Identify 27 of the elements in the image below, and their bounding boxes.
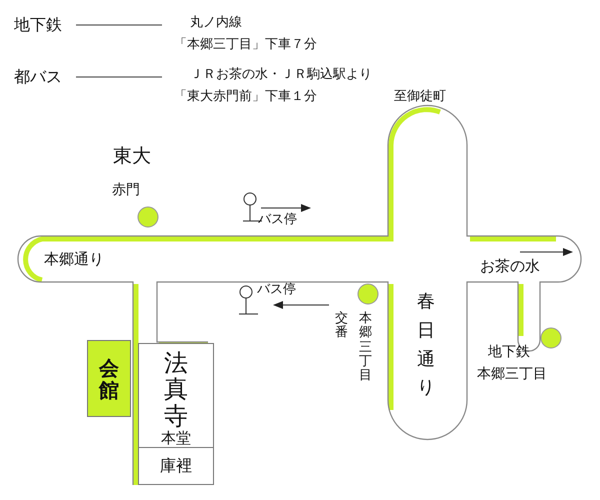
map-label: 赤門 — [112, 182, 140, 198]
map-label: 地下鉄 — [488, 344, 530, 360]
map-label: 東大 — [113, 146, 151, 168]
map-label: 至御徒町 — [394, 90, 446, 105]
route-info: 丸ノ内線 — [190, 14, 243, 31]
building-name: 庫裡 — [160, 456, 192, 476]
building-box — [87, 340, 131, 417]
connector-line — [76, 24, 162, 26]
route-info: 「東大赤門前」下車１分 — [174, 88, 318, 105]
transport-label: 都バス — [14, 66, 63, 88]
map-label: 交番 — [335, 312, 348, 341]
route-info: 「本郷三丁目」下車７分 — [174, 36, 318, 53]
route-info: ＪＲお茶の水・ＪＲ駒込駅より — [190, 66, 372, 83]
building-name: 本堂 — [161, 429, 191, 448]
transport-label: 地下鉄 — [14, 14, 63, 36]
building-box — [138, 343, 214, 447]
map-label: お茶の水 — [480, 258, 540, 276]
building-name: 法真寺 — [164, 350, 188, 430]
map-label: バス停 — [257, 283, 296, 298]
map-label: バス停 — [258, 213, 297, 228]
map-label: 本郷三丁目 — [359, 312, 372, 384]
map-label: 春日通り — [417, 290, 435, 400]
building-box — [138, 447, 214, 485]
map-label: 本郷三丁目 — [477, 366, 547, 382]
building-name: 会館 — [99, 356, 119, 400]
map-label: 本郷通り — [44, 251, 104, 268]
connector-line — [76, 76, 162, 78]
